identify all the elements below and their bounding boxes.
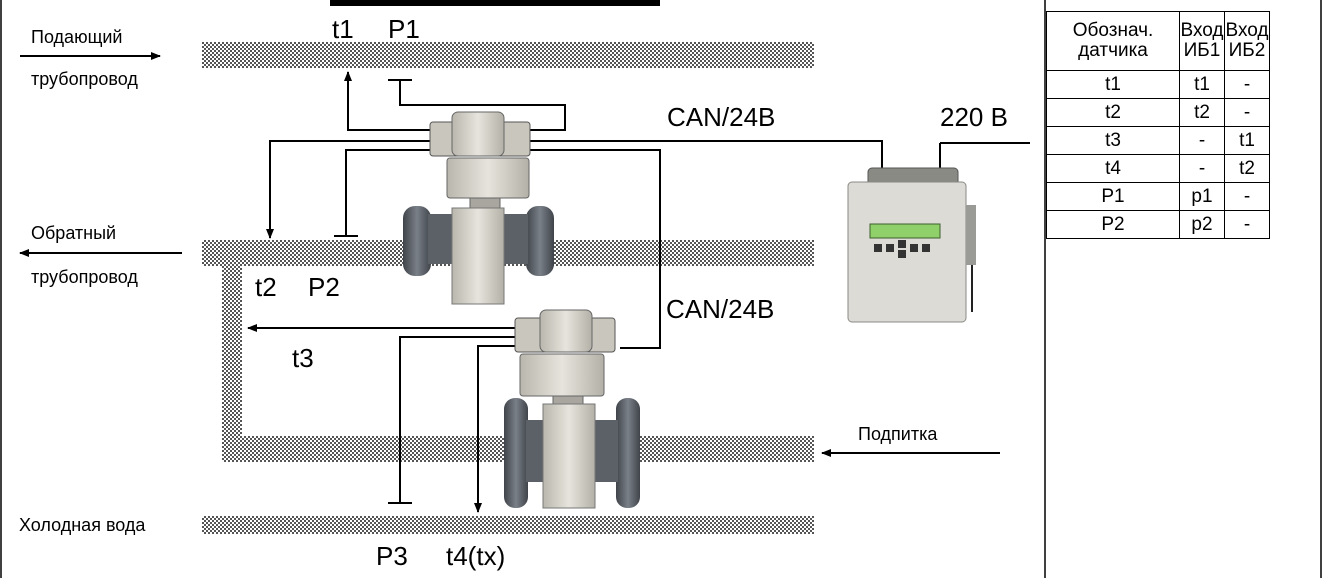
- table-cell: -: [1224, 182, 1270, 211]
- table-cell: -: [1179, 126, 1225, 155]
- p2-label: P2: [308, 272, 340, 302]
- table-cell: t2: [1224, 154, 1270, 183]
- supply-pipe-label-line2: трубопровод: [31, 69, 138, 89]
- p3-label: P3: [376, 541, 408, 571]
- p1-label: P1: [388, 14, 420, 44]
- table-cell: t1: [1046, 70, 1180, 99]
- p3-sensor-line: [399, 336, 520, 503]
- return-pipe-label-line2: трубопровод: [31, 267, 138, 287]
- calculator-case: [847, 181, 967, 323]
- t2-sensor-line: [266, 140, 440, 239]
- table-row: t3 - t1: [1046, 126, 1270, 155]
- table-cell: t3: [1046, 126, 1180, 155]
- can-cable-link: [520, 149, 661, 349]
- meter-body: [451, 207, 505, 305]
- table-cell: -: [1224, 210, 1270, 239]
- table-header-row: Обознач. датчика Вход ИБ1 Вход ИБ2: [1046, 11, 1270, 71]
- wiring: [247, 71, 1030, 513]
- supply-pipe: [202, 42, 814, 68]
- table-row: P1 p1 -: [1046, 182, 1270, 211]
- table-row: t1 t1 -: [1046, 70, 1270, 99]
- header-input-ib2: Вход ИБ2: [1224, 11, 1270, 71]
- return-pipe-label: Обратный: [31, 223, 117, 243]
- table-cell: t1: [1179, 70, 1225, 99]
- table-cell: p1: [1179, 182, 1225, 211]
- table-cell: t1: [1224, 126, 1270, 155]
- cold-water-label: Холодная вода: [19, 515, 146, 535]
- supply-pipe-label: Подающий: [31, 27, 123, 47]
- heat-calculator: [847, 167, 976, 323]
- flange-right: [526, 206, 554, 276]
- p2-sensor-line: [345, 149, 440, 236]
- p1-sensor-line: [399, 80, 566, 131]
- converter-box: [519, 353, 605, 397]
- t3-label: t3: [292, 343, 314, 373]
- t2-label: t2: [255, 272, 277, 302]
- side-connector: [966, 205, 976, 265]
- table-cell: P1: [1046, 182, 1180, 211]
- cold-water-pipe: [202, 516, 814, 534]
- meter-body: [542, 403, 596, 509]
- table-cell: t2: [1046, 98, 1180, 127]
- table-cell: t2: [1179, 98, 1225, 127]
- bypass-pipe-vertical: [222, 266, 242, 438]
- flange-left: [504, 398, 528, 508]
- table-cell: -: [1224, 98, 1270, 127]
- t1-label: t1: [332, 14, 354, 44]
- flowmeter-upper: [403, 111, 554, 305]
- table-row: t2 t2 -: [1046, 98, 1270, 127]
- lcd-display: [869, 223, 941, 239]
- table-cell: p2: [1179, 210, 1225, 239]
- can-label-bottom: CAN/24В: [666, 294, 775, 324]
- t1-sensor-line: [344, 71, 440, 131]
- makeup-label: Подпитка: [858, 424, 938, 444]
- flowmeter-lower: [504, 309, 640, 509]
- can-label-top: CAN/24В: [667, 102, 776, 132]
- table-cell: -: [1179, 154, 1225, 183]
- power-label: 220 В: [940, 102, 1008, 132]
- t4-sensor-line: [474, 345, 520, 513]
- keypad: [874, 240, 930, 258]
- t4-label: t4(tx): [446, 541, 506, 571]
- cropped-title-remnant: [330, 0, 660, 6]
- can-cable-top: [520, 140, 886, 181]
- table-row: t4 - t2: [1046, 154, 1270, 183]
- header-input-ib1: Вход ИБ1: [1179, 11, 1225, 71]
- header-sensor: Обознач. датчика: [1046, 11, 1180, 71]
- flange-left: [403, 206, 431, 276]
- flange-right: [616, 398, 640, 508]
- sensor-housing: [451, 111, 505, 157]
- converter-box: [446, 157, 530, 199]
- sensor-housing: [539, 309, 593, 353]
- table-row: P2 p2 -: [1046, 210, 1270, 239]
- table-cell: -: [1224, 70, 1270, 99]
- table-cell: t4: [1046, 154, 1180, 183]
- sensor-input-table: Обознач. датчика Вход ИБ1 Вход ИБ2 t1 t1…: [1046, 11, 1270, 239]
- table-cell: P2: [1046, 210, 1180, 239]
